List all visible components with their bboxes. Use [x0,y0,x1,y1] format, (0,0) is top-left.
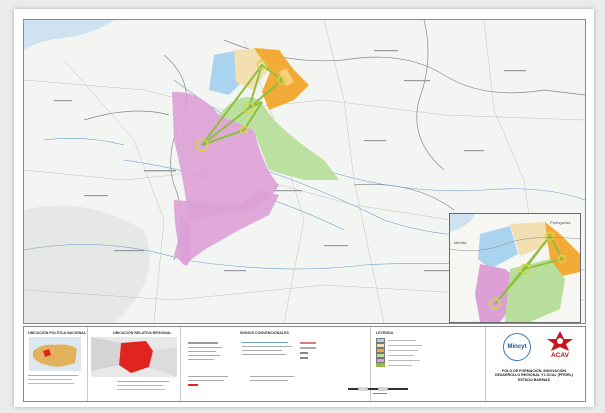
inset-canvas [450,214,580,322]
acav-emblem-icon [547,331,573,351]
institution-title: POLO DE FORMACIÓN, INNOVACIÓN DESARROLLO… [494,369,573,382]
regional-location-cell: UBICACIÓN RELATIVA REGIONAL [87,327,181,401]
legend-row-3 [376,347,418,353]
legend-bar: UBICACIÓN POLÍTICA NACIONAL UBICACIÓN RE… [23,326,586,402]
inset-label-left: Mérida [454,240,467,245]
main-map[interactable]: Mérida Portuguesa [23,19,586,324]
network-lines [201,63,284,146]
legend-row-1 [376,337,416,343]
regional-location-title: UBICACIÓN RELATIVA REGIONAL [113,331,172,335]
conventional-signs-cell: SIGNOS CONVENCIONALES [180,327,371,401]
network-nodes[interactable] [195,59,287,152]
conventional-signs-title: SIGNOS CONVENCIONALES [240,331,289,335]
legend-title: LEYENDA [376,331,394,335]
signs-column-2 [242,339,302,358]
regional-location-map [91,337,177,377]
lake [24,20,114,50]
legend-cell: LEYENDA [348,327,486,401]
legend-row-2 [376,342,422,348]
legend-row-4 [376,352,414,358]
inset-label-right: Portuguesa [550,220,571,225]
signs-column-1 [188,339,228,363]
institution-cell: Mincyt ACAV POLO DE FORMACIÓN, INNOVACIÓ… [485,327,585,401]
political-location-title: UBICACIÓN POLÍTICA NACIONAL [28,331,86,335]
zone-pink-upper[interactable] [172,91,279,266]
inset-map[interactable]: Mérida Portuguesa [449,213,581,323]
political-location-cell: UBICACIÓN POLÍTICA NACIONAL [24,327,88,401]
zone-green[interactable] [219,97,339,180]
acav-logo: ACAV [545,330,575,362]
zone-beige[interactable] [234,48,269,90]
national-location-map [29,337,81,371]
signs-column-3 [300,339,340,362]
map-sheet: Mérida Portuguesa UBICACIÓN POLÍTICA NAC… [14,9,594,407]
legend-row-5 [376,357,420,363]
zone-pink-lower[interactable] [174,190,279,265]
scale-bar [348,387,408,394]
signs-bottom [188,373,358,389]
legend-row-6 [376,363,412,367]
mincyt-logo: Mincyt [503,333,531,361]
